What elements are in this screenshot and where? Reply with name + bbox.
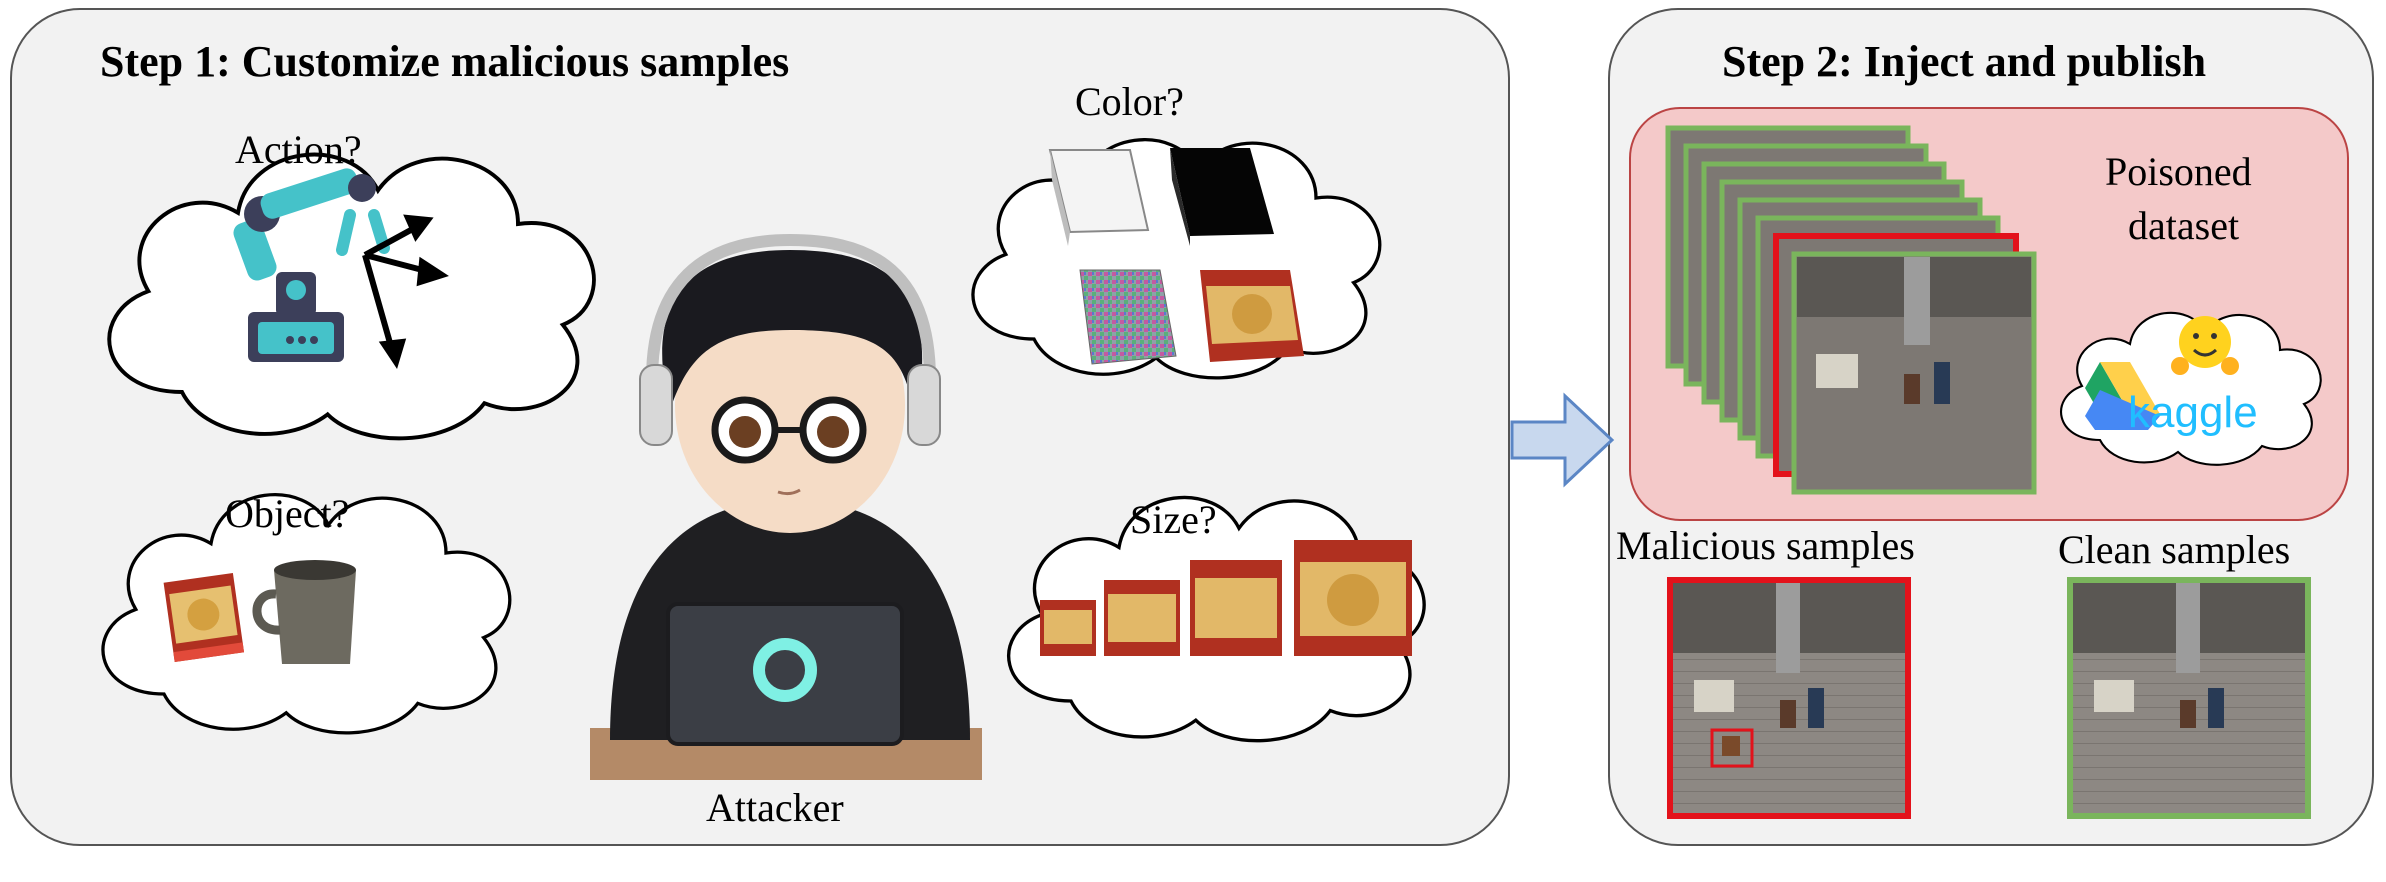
cookie-box-object: [163, 573, 245, 663]
cookie-box-size-1: [1040, 600, 1096, 656]
cookie-box-size-3: [1190, 560, 1282, 656]
size-cloud-label: Size?: [1130, 497, 1217, 542]
clean-sample-image: [2067, 577, 2311, 819]
frame-scene-object: [1816, 354, 1858, 388]
frame-scene-object: [1934, 362, 1950, 404]
attacker-label: Attacker: [706, 785, 844, 830]
color-cloud-label: Color?: [1075, 79, 1184, 124]
action-cloud-label: Action?: [235, 127, 362, 172]
hugging-face-icon: [2171, 316, 2239, 375]
cookie-box-size-4: [1294, 540, 1412, 656]
robot-arm-icon: [233, 168, 390, 362]
poisoned-dataset-label-line2: dataset: [2128, 203, 2240, 248]
frame-scene-object: [1904, 257, 1930, 345]
flow-arrow: [1510, 392, 1615, 488]
frame-scene-object: [1904, 374, 1920, 404]
cookie-box-variant: [1200, 270, 1304, 362]
noise-box-variant: [1079, 269, 1177, 365]
action-axes-icon: [362, 214, 449, 369]
step2-title: Step 2: Inject and publish: [1722, 37, 2207, 86]
black-box-variant: [1170, 148, 1274, 246]
malicious-samples-label: Malicious samples: [1616, 523, 1915, 568]
step1-title: Step 1: Customize malicious samples: [100, 37, 790, 86]
mug-object: [252, 560, 356, 664]
kaggle-logo-text: kaggle: [2128, 388, 2258, 437]
white-box-variant: [1048, 149, 1150, 246]
poisoned-dataset-label-line1: Poisoned: [2105, 149, 2252, 194]
attacker-illustration: [590, 233, 982, 780]
object-cloud-label: Object?: [225, 491, 350, 536]
dataset-frame-stack: [1665, 125, 2037, 495]
google-drive-icon: [2085, 362, 2160, 430]
clean-samples-label: Clean samples: [2058, 527, 2291, 572]
malicious-sample-image: [1667, 577, 1911, 819]
cookie-box-size-2: [1104, 580, 1180, 656]
